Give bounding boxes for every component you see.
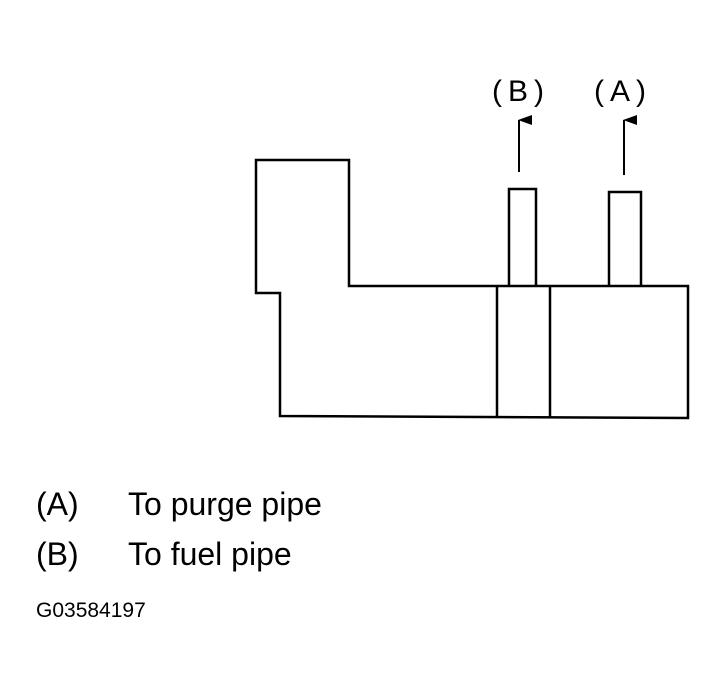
fuel-pipe-b bbox=[507, 187, 538, 286]
legend-text-a: To purge pipe bbox=[128, 486, 322, 522]
legend-item-b: (B) To fuel pipe bbox=[36, 538, 292, 570]
legend-key-b: (B) bbox=[36, 536, 79, 572]
figure-id: G03584197 bbox=[36, 599, 146, 622]
legend-key-a: (A) bbox=[36, 486, 79, 522]
callout-b-label: (B) bbox=[492, 75, 550, 108]
callout-a-label: (A) bbox=[594, 75, 652, 108]
purge-pipe-a bbox=[607, 190, 643, 286]
legend-text-b: To fuel pipe bbox=[128, 536, 292, 572]
legend-item-a: (A) To purge pipe bbox=[36, 488, 322, 520]
housing-outline bbox=[254, 158, 690, 420]
